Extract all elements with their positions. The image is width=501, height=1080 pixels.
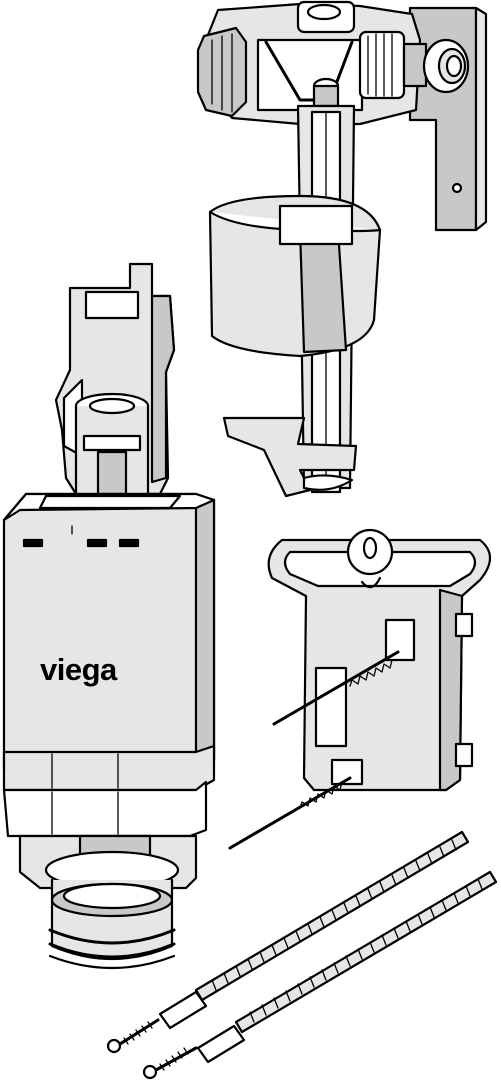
- brand-logo: viega: [40, 652, 118, 687]
- valve-head: [196, 0, 470, 126]
- fill-valve: [196, 0, 488, 498]
- flush-valve-base: [2, 744, 216, 970]
- flush-valve-body: viega: [2, 492, 216, 772]
- valve-foot: [222, 416, 358, 498]
- flush-tube: [74, 392, 150, 522]
- float-cup: [208, 194, 382, 358]
- screws: [106, 1018, 198, 1080]
- threaded-rods: [158, 830, 498, 1064]
- release-mechanism: [228, 528, 492, 850]
- flush-valve: viega: [2, 262, 216, 970]
